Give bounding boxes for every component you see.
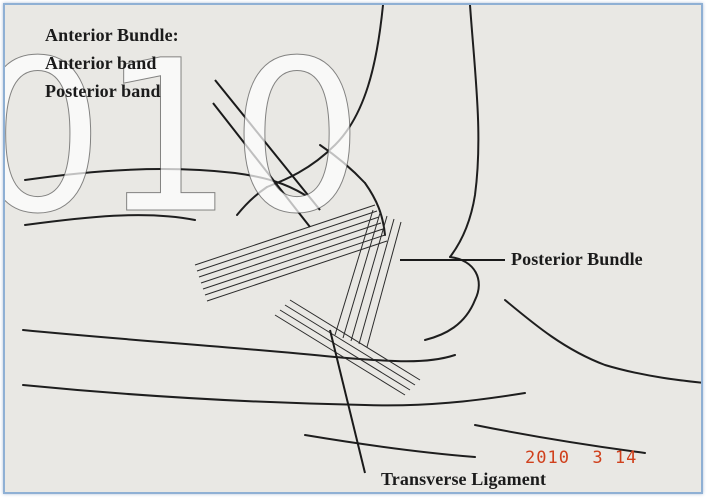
humerus-outline-posterior	[450, 5, 478, 257]
label-anterior-band: Anterior band	[45, 53, 156, 74]
humerus-outline-anterior	[267, 5, 383, 187]
label-transverse-ligament: Transverse Ligament	[381, 469, 546, 490]
label-posterior-bundle: Posterior Bundle	[511, 249, 643, 270]
posterior-band-leader	[213, 103, 310, 227]
anterior-band-leader	[215, 80, 320, 210]
leader-lines	[213, 80, 505, 473]
label-anterior-bundle: Anterior Bundle:	[45, 25, 179, 46]
forearm-outline-lower	[23, 330, 455, 361]
olecranon-outline	[425, 257, 479, 340]
label-posterior-band: Posterior band	[45, 81, 161, 102]
elbow-ligament-photo: 010 Anterior Bundle: Anterior band Poste…	[3, 3, 703, 494]
forearm-outline-upper	[25, 169, 305, 195]
date-stamp: 2010 3 14	[525, 448, 637, 468]
ligament-fibers	[195, 205, 420, 395]
